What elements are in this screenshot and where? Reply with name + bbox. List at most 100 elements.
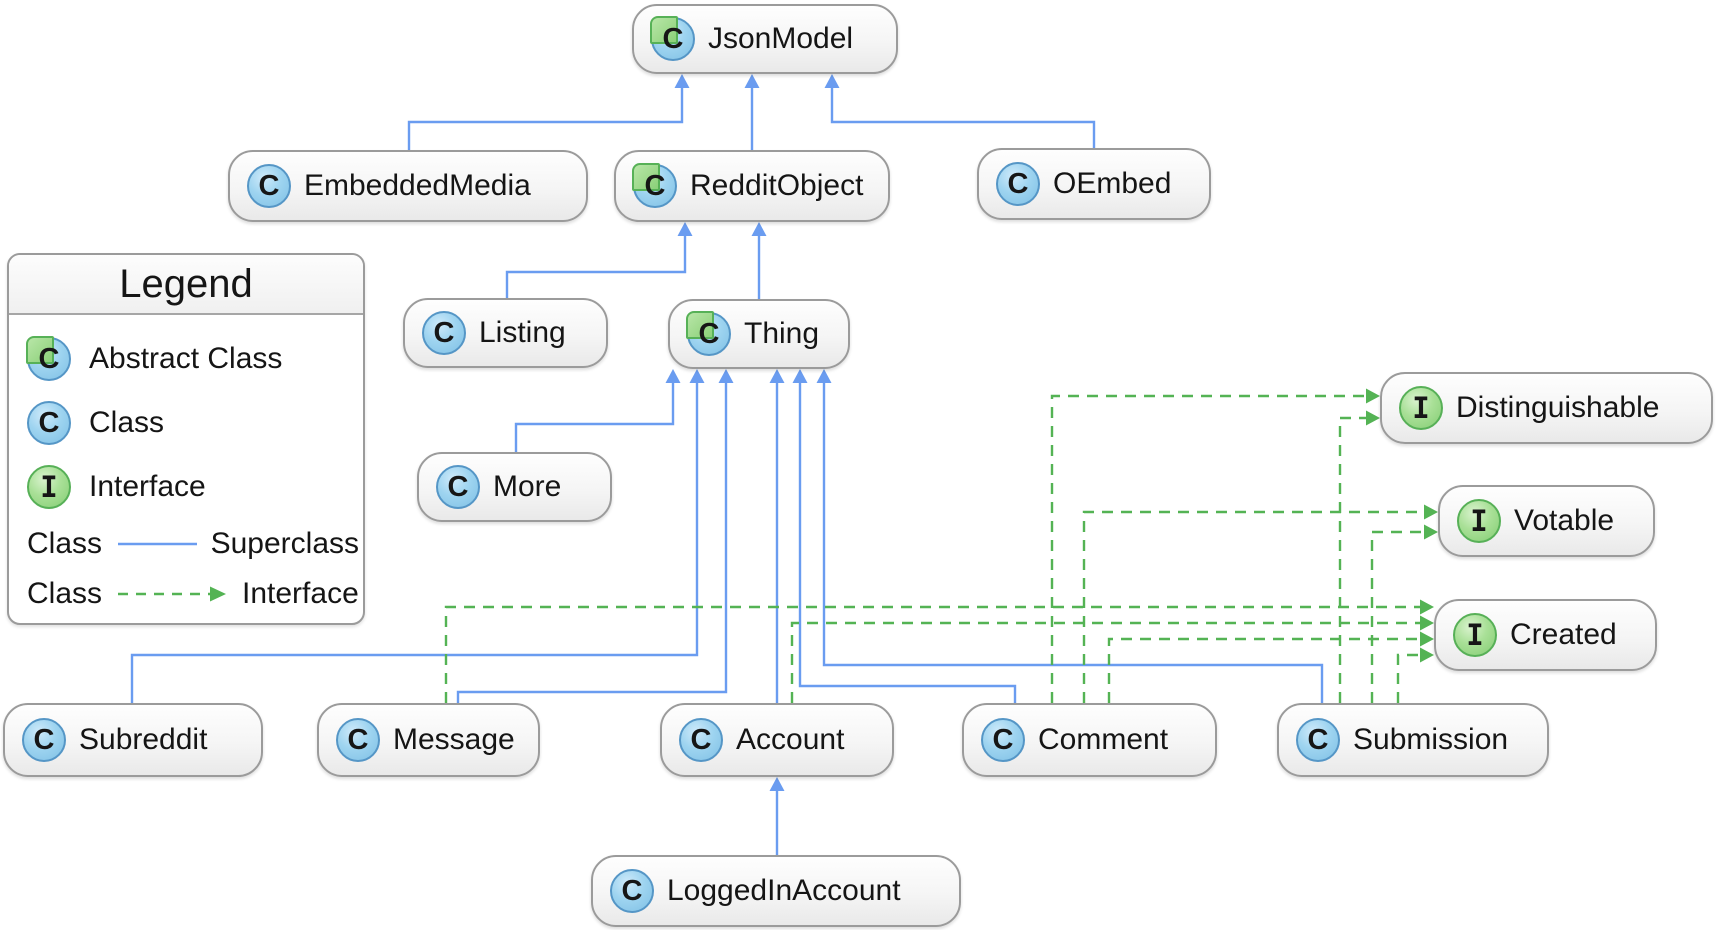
class-icon: C bbox=[610, 869, 654, 913]
edge-more-to-thing bbox=[514, 383, 675, 452]
edge-submission-to-votable bbox=[1370, 530, 1424, 703]
legend-relation-from: Class bbox=[27, 577, 103, 610]
abstract-icon: C bbox=[686, 311, 731, 356]
arrowhead-message-to-thing bbox=[718, 369, 734, 383]
badge-letter: C bbox=[1007, 167, 1029, 200]
arrowhead-loggedinaccount-to-account bbox=[769, 777, 785, 791]
node-loggedinaccount[interactable]: C LoggedInAccount bbox=[591, 855, 961, 927]
node-label-listing: Listing bbox=[479, 316, 566, 349]
legend-item-interface: I Interface bbox=[27, 455, 359, 519]
arrowhead-comment-to-votable bbox=[1424, 504, 1438, 520]
node-message[interactable]: C Message bbox=[317, 703, 540, 777]
class-icon: C bbox=[27, 401, 71, 445]
abstract-icon: C bbox=[632, 163, 677, 208]
node-redditobject[interactable]: C RedditObject bbox=[614, 150, 890, 222]
node-votable[interactable]: I Votable bbox=[1438, 485, 1655, 557]
arrowhead-comment-to-thing bbox=[792, 369, 808, 383]
arrowhead-account-to-created bbox=[1420, 615, 1434, 631]
abstract-class-icon: C bbox=[26, 336, 71, 381]
legend-item-label: Interface bbox=[89, 470, 206, 503]
edge-message-to-created bbox=[444, 605, 1420, 703]
edge-oembed-to-jsonmodel bbox=[830, 88, 1096, 148]
node-label-votable: Votable bbox=[1514, 504, 1615, 537]
badge-letter: I bbox=[1466, 617, 1484, 652]
arrowhead-account-to-thing bbox=[769, 369, 785, 383]
interface-icon: I bbox=[27, 465, 71, 509]
legend-relation-from: Class bbox=[27, 527, 103, 560]
badge-letter: C bbox=[347, 723, 369, 756]
badge-letter: C bbox=[33, 723, 55, 756]
badge-letter: C bbox=[690, 723, 712, 756]
node-label-oembed: OEmbed bbox=[1053, 167, 1172, 200]
legend-item-class: C Class bbox=[27, 391, 359, 455]
node-label-submission: Submission bbox=[1353, 723, 1509, 756]
arrowhead-submission-to-votable bbox=[1424, 524, 1438, 540]
node-label-subreddit: Subreddit bbox=[79, 723, 208, 756]
legend-relation-to: Superclass bbox=[210, 527, 359, 560]
legend-relation-superclass: Class Superclass bbox=[27, 519, 359, 569]
node-label-comment: Comment bbox=[1038, 723, 1169, 756]
node-label-message: Message bbox=[393, 723, 515, 756]
node-label-loggedinaccount: LoggedInAccount bbox=[667, 874, 901, 907]
interface-icon: I bbox=[1457, 499, 1501, 543]
edge-submission-to-distinguishable bbox=[1338, 416, 1366, 703]
node-more[interactable]: C More bbox=[417, 452, 612, 522]
class-icon: C bbox=[436, 465, 480, 509]
badge-letter: C bbox=[1307, 723, 1329, 756]
arrowhead-redditobject-to-jsonmodel bbox=[744, 74, 760, 88]
arrowhead-embeddedmedia-to-jsonmodel bbox=[674, 74, 690, 88]
edge-submission-to-created bbox=[1396, 653, 1420, 703]
abstract-icon: C bbox=[650, 16, 695, 61]
class-icon: C bbox=[22, 718, 66, 762]
edge-account-to-created bbox=[790, 621, 1420, 703]
arrowhead-submission-to-created bbox=[1420, 647, 1434, 663]
arrowhead-message-to-created bbox=[1420, 599, 1434, 615]
node-label-more: More bbox=[493, 470, 562, 503]
arrowhead-submission-to-distinguishable bbox=[1366, 410, 1380, 426]
badge-letter: C bbox=[662, 22, 684, 55]
node-subreddit[interactable]: C Subreddit bbox=[3, 703, 263, 777]
badge-letter: I bbox=[1412, 390, 1430, 425]
node-submission[interactable]: C Submission bbox=[1277, 703, 1549, 777]
node-jsonmodel[interactable]: C JsonModel bbox=[632, 4, 898, 74]
arrowhead-oembed-to-jsonmodel bbox=[824, 74, 840, 88]
edge-embeddedmedia-to-jsonmodel bbox=[407, 88, 684, 150]
node-oembed[interactable]: C OEmbed bbox=[977, 148, 1211, 220]
arrowhead-listing-to-redditobject bbox=[677, 222, 693, 236]
node-label-redditobject: RedditObject bbox=[690, 169, 864, 202]
badge-letter: C bbox=[698, 317, 720, 350]
edge-comment-to-created bbox=[1107, 637, 1420, 703]
arrowhead-subreddit-to-thing bbox=[689, 369, 705, 383]
class-icon: C bbox=[996, 162, 1040, 206]
legend-title: Legend bbox=[9, 255, 363, 315]
interface-icon: I bbox=[1453, 613, 1497, 657]
edge-comment-to-thing bbox=[798, 383, 1017, 703]
superclass-arrow-sample-icon bbox=[118, 542, 197, 546]
edge-submission-to-thing bbox=[822, 383, 1324, 703]
arrowhead-comment-to-distinguishable bbox=[1366, 388, 1380, 404]
edge-comment-to-distinguishable bbox=[1050, 394, 1366, 703]
badge-letter: C bbox=[38, 342, 60, 375]
legend-relation-to: Interface bbox=[242, 577, 359, 610]
arrowhead-submission-to-thing bbox=[816, 369, 832, 383]
legend-relation-interface: Class Interface bbox=[27, 569, 359, 619]
edge-listing-to-redditobject bbox=[505, 236, 687, 298]
legend-item-label: Abstract Class bbox=[89, 342, 283, 375]
arrowhead-more-to-thing bbox=[665, 369, 681, 383]
arrowhead-thing-to-redditobject bbox=[751, 222, 767, 236]
node-label-embeddedmedia: EmbeddedMedia bbox=[304, 169, 531, 202]
node-label-jsonmodel: JsonModel bbox=[708, 22, 854, 55]
badge-letter: C bbox=[38, 406, 60, 439]
legend-item-label: Class bbox=[89, 406, 165, 439]
